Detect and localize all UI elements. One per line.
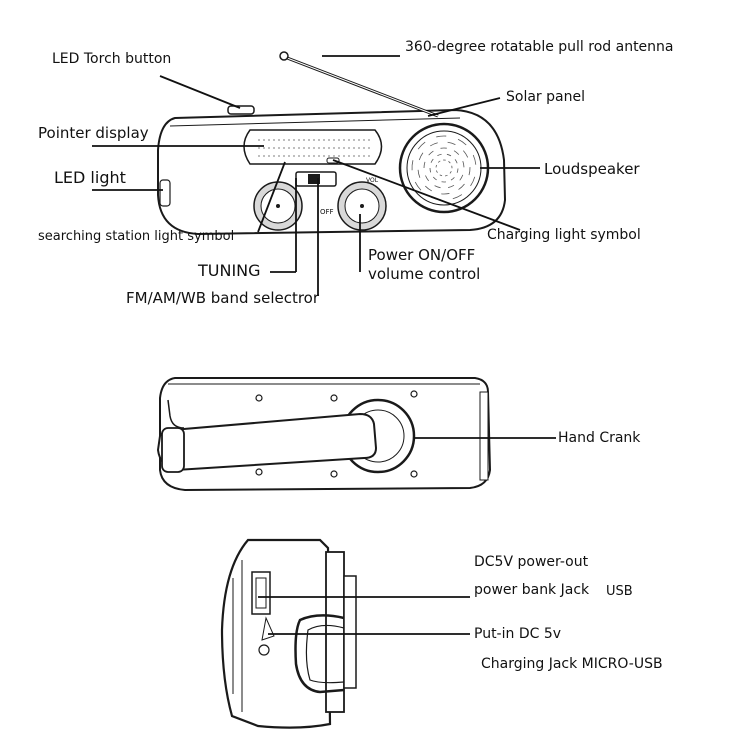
speaker-grille-slot: [447, 141, 456, 145]
label-led-light: LED light: [54, 168, 126, 187]
label-charging-light: Charging light symbol: [487, 227, 641, 243]
torch-button: [227, 105, 255, 115]
speaker-grille-slot: [423, 161, 426, 169]
leader-solar: [427, 97, 501, 117]
speaker-grille-slot: [417, 169, 421, 178]
speaker-grille-slot: [462, 161, 465, 168]
speaker-grille-slot: [446, 153, 452, 157]
speaker-grille-slot: [454, 159, 458, 164]
side-handle: [294, 614, 345, 694]
label-solar-panel: Solar panel: [506, 89, 585, 105]
speaker-grille-slot: [428, 150, 434, 156]
label-dc-out-line2: power bank Jack: [474, 582, 590, 598]
speaker-grille-slot: [453, 150, 460, 155]
label-band-selector: FM/AM/WB band selectror: [126, 289, 320, 307]
speaker-grille-slot: [414, 181, 422, 191]
speaker-grille-slot: [448, 161, 451, 164]
label-led-torch-button: LED Torch button: [52, 51, 172, 67]
speaker-grille-slot: [450, 177, 455, 181]
label-power-line1: Power ON/OFF: [368, 246, 476, 264]
label-dc-in-line2: Charging Jack MICRO-USB: [481, 656, 663, 672]
speaker-grille-slot: [429, 167, 432, 173]
led-light-window: [159, 179, 171, 207]
speaker-grille-slot: [472, 154, 477, 165]
speaker-grille-slot: [457, 138, 467, 146]
off-mark: OFF: [320, 208, 334, 216]
speaker-grille-slot: [430, 158, 434, 163]
speaker-grille-slot: [456, 168, 459, 173]
speaker-grille-slot: [437, 153, 442, 156]
label-searching-light: searching station light symbol: [38, 229, 235, 244]
speaker-grille-slot: [458, 183, 465, 190]
speaker-grille-slot: [449, 171, 452, 174]
speaker-grille-slot: [463, 150, 469, 158]
label-hand-crank: Hand Crank: [558, 430, 641, 446]
speaker-grille-slot: [434, 185, 441, 189]
speaker-grille-slot: [448, 184, 455, 188]
speaker-grille-slot: [437, 160, 441, 163]
label-dc-in-line1: Put-in DC 5v: [474, 626, 562, 642]
label-tuning: TUNING: [198, 261, 261, 280]
speaker-grille-slot: [468, 167, 471, 176]
speaker-grille-slot: [411, 160, 414, 171]
speaker-grille-slot: [417, 141, 426, 150]
speaker-grille-slot: [435, 164, 437, 168]
speaker-grille-slot: [441, 193, 450, 195]
speaker-grille-slot: [439, 174, 443, 177]
label-pointer-display: Pointer display: [38, 124, 149, 142]
speaker-grille-slot: [452, 194, 463, 200]
speaker-grille-slot: [432, 176, 437, 181]
label-power-line2: volume control: [368, 265, 481, 283]
speaker-grille-slot: [430, 142, 438, 147]
leader-searching: [257, 161, 286, 233]
speaker-grille-slot: [459, 174, 464, 181]
loudspeaker-grille: [398, 122, 490, 214]
label-loudspeaker: Loudspeaker: [544, 160, 640, 178]
label-dc-out-line1: DC5V power-out: [474, 554, 589, 570]
speaker-grille-slot: [425, 185, 432, 192]
speaker-grille-slot: [425, 175, 429, 182]
pointer-display-panel: [243, 129, 383, 165]
vol-mark: VOL: [366, 177, 379, 184]
label-antenna: 360-degree rotatable pull rod antenna: [405, 39, 674, 55]
speaker-grille-slot: [436, 135, 447, 138]
leader-torch: [159, 75, 241, 109]
speaker-grille-slot: [470, 176, 476, 187]
leader-charging: [332, 159, 521, 231]
label-dc-out-usb: USB: [606, 584, 633, 599]
speaker-grille-slot: [436, 170, 438, 173]
speaker-grille-slot: [418, 152, 424, 161]
speaker-grille-slot: [445, 174, 448, 177]
